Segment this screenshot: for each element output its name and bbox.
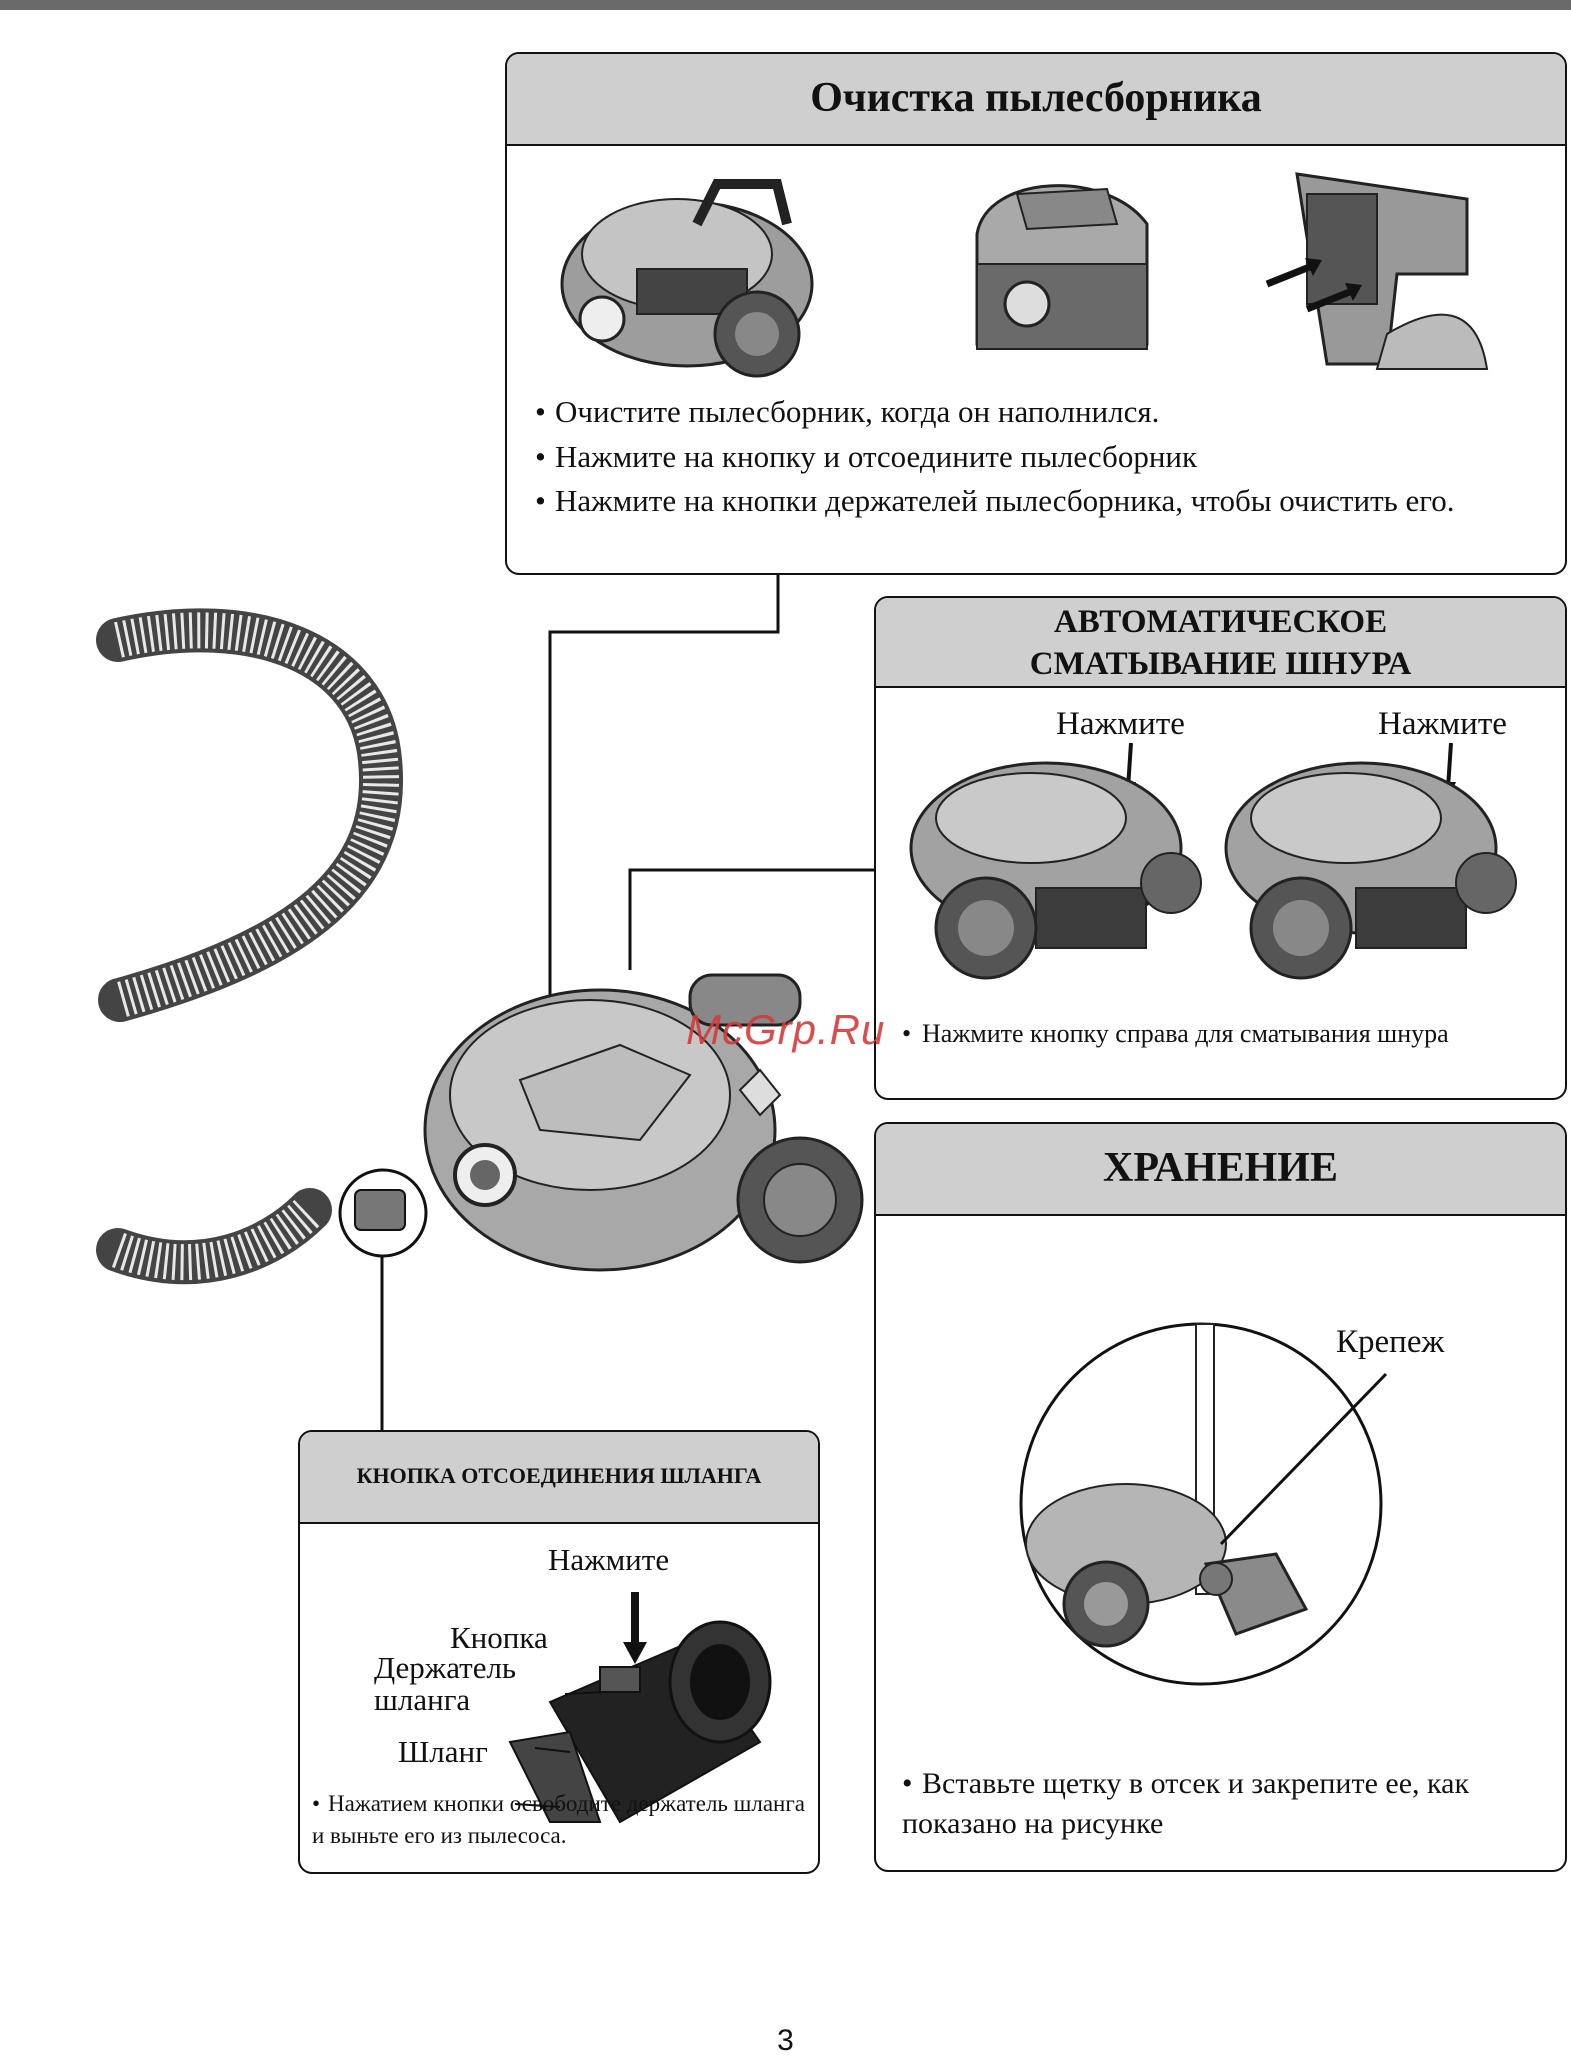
watermark: McGrp.Ru [686, 1006, 886, 1053]
hose-bullet: •Нажатием кнопки освободите держатель шл… [312, 1791, 806, 1848]
dust-bullet-1: •Очистите пылесборник, когда он наполнил… [535, 394, 1160, 429]
page-number: 3 [777, 2024, 794, 2057]
cord-bullet: •Нажмите кнопку справа для сматывания шн… [902, 1019, 1449, 1048]
storage-panel-title: ХРАНЕНИЕ [876, 1124, 1565, 1216]
cord-rewind-illustrations [909, 742, 1517, 980]
hose-holder-label-1: Держатель [374, 1650, 517, 1685]
cord-panel-title: АВТОМАТИЧЕСКОЕ СМАТЫВАНИЕ ШНУРА [876, 598, 1565, 688]
dust-container-illustrations [560, 172, 1489, 378]
cord-title-line-2: СМАТЫВАНИЕ ШНУРА [1029, 646, 1412, 682]
hose-coupling-illustration [508, 1592, 772, 1824]
top-rule [0, 0, 1571, 10]
hose-release-panel: КНОПКА ОТСОЕДИНЕНИЯ ШЛАНГА Нажмите Кнопк… [298, 1430, 820, 1874]
cord-title-line-1: АВТОМАТИЧЕСКОЕ [1053, 604, 1388, 640]
dust-bullet-2: •Нажмите на кнопку и отсоедините пылесбо… [535, 439, 1198, 474]
vacuum-illustration [423, 973, 864, 1272]
hose-button-label: Кнопка [450, 1620, 548, 1655]
cord-press-label-left: Нажмите [1056, 706, 1185, 742]
dust-container-panel: Очистка пылесборника •Очистите [505, 52, 1567, 575]
hose-label: Шланг [398, 1734, 488, 1769]
storage-clip-label: Крепеж [1336, 1324, 1445, 1360]
storage-bullet: •Вставьте щетку в отсек и закрепите ее, … [902, 1767, 1470, 1840]
storage-panel: ХРАНЕНИЕ Крепеж •Вставьте щетку в отсек … [874, 1122, 1567, 1872]
cord-rewind-panel: АВТОМАТИЧЕСКОЕ СМАТЫВАНИЕ ШНУРА Нажмите … [874, 596, 1567, 1100]
storage-illustration [1019, 1322, 1388, 1686]
hose-panel-title: КНОПКА ОТСОЕДИНЕНИЯ ШЛАНГА [300, 1432, 818, 1524]
cord-press-label-right: Нажмите [1378, 706, 1507, 742]
dust-bullet-3: •Нажмите на кнопки держателей пылесборни… [535, 483, 1455, 518]
hose-press-label: Нажмите [548, 1542, 670, 1577]
hose-holder-label-2: шланга [374, 1682, 471, 1717]
dust-panel-title: Очистка пылесборника [507, 54, 1565, 146]
hose-illustration [96, 608, 428, 1285]
